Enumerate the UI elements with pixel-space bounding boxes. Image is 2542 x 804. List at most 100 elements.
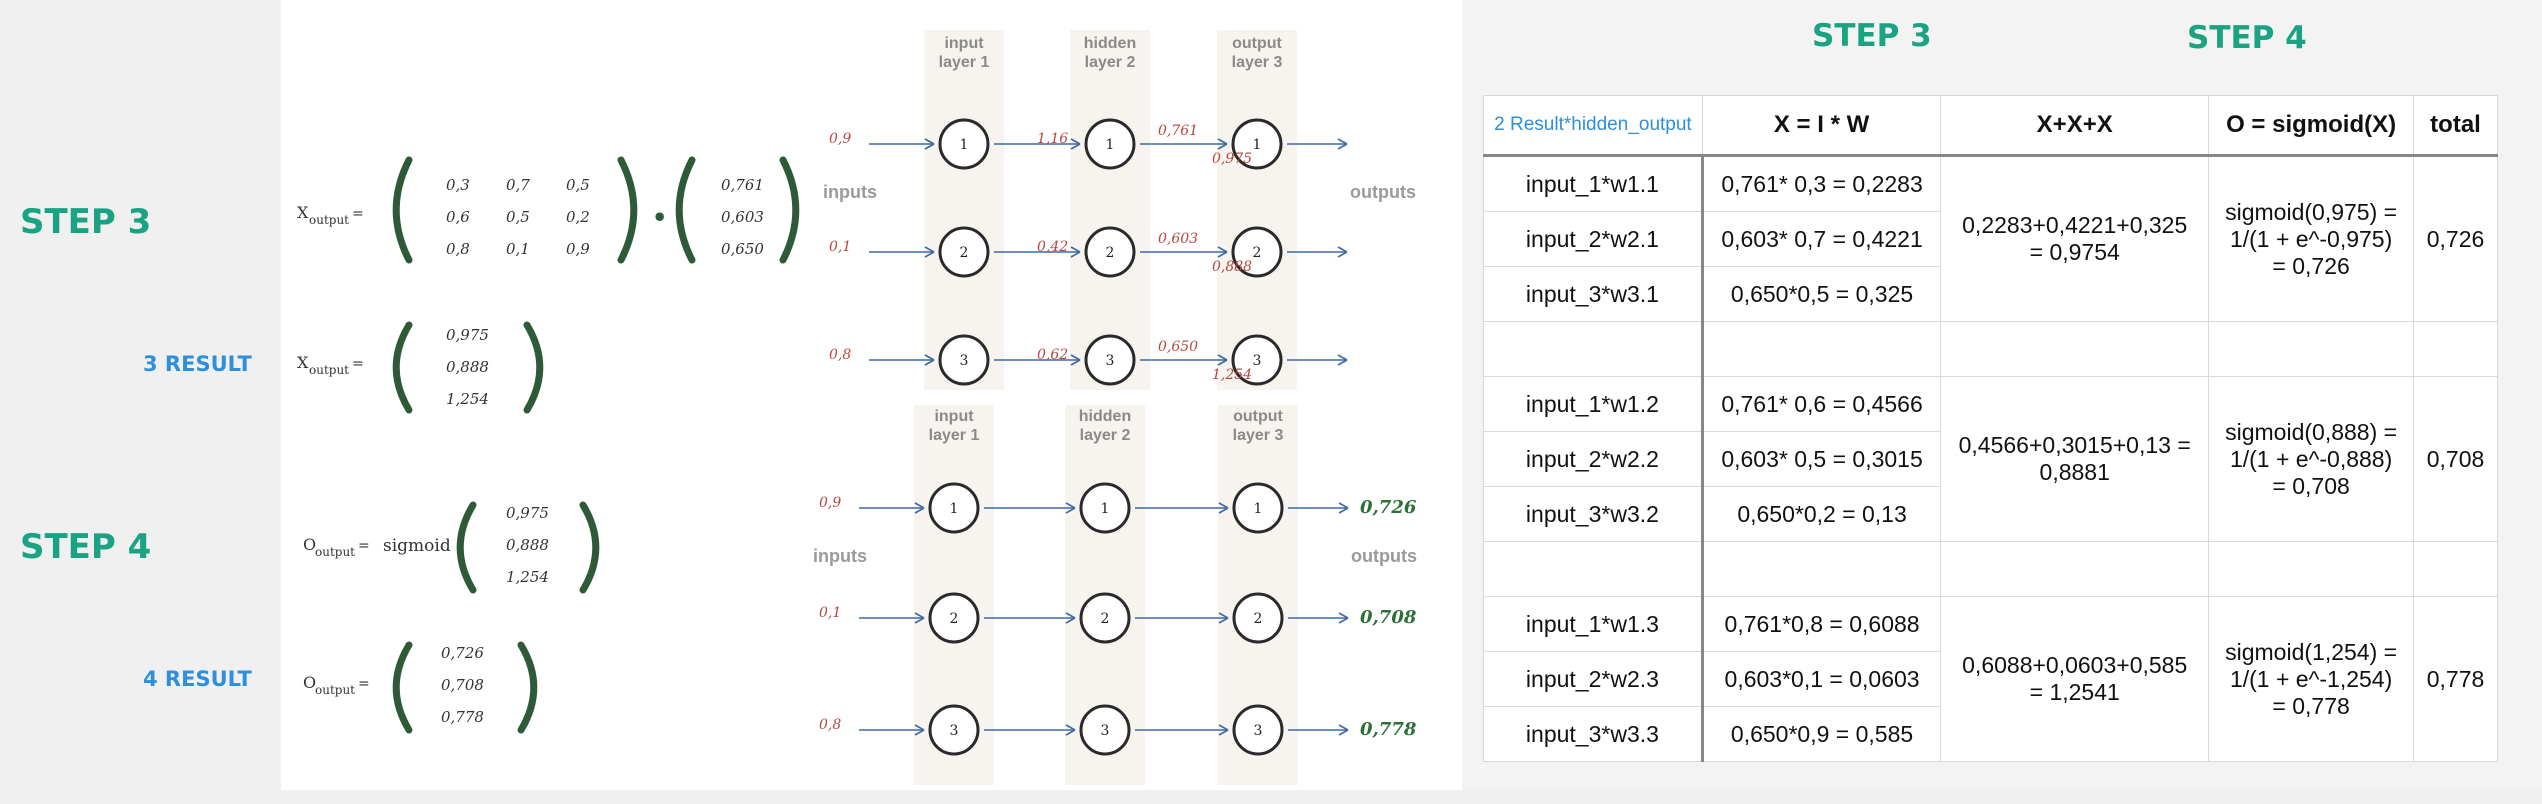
neuron-label: 2 <box>1253 245 1262 261</box>
layer-title: layer 3 <box>1232 54 1283 71</box>
o-output-sub: output <box>315 545 355 559</box>
group-total: 0,726 <box>2413 155 2498 322</box>
group-total: 0,778 <box>2413 596 2498 762</box>
input-value: 0,9 <box>819 495 841 511</box>
layer-column-bg <box>924 30 1004 390</box>
hidden-value: 0,761 <box>721 176 764 194</box>
neuron-node <box>1084 334 1136 386</box>
neuron-label: 3 <box>1254 723 1263 739</box>
output-input-value: 0,888 <box>1212 259 1252 275</box>
output-input-value: 1,254 <box>1212 367 1252 383</box>
left-paren <box>456 501 477 594</box>
input-value: 0,9 <box>829 131 851 147</box>
left-paren <box>675 156 696 264</box>
row-label: input_3*w3.1 <box>1483 266 1704 322</box>
row-label: input_2*w2.3 <box>1483 651 1704 707</box>
right-paren <box>517 641 538 734</box>
right-paren <box>779 156 800 264</box>
layer-title: layer 1 <box>929 427 980 444</box>
multiply-dot: • <box>652 203 667 232</box>
weight-value: 0,8 <box>446 240 470 258</box>
outputs-label: outputs <box>1350 182 1416 202</box>
neuron-label: 1 <box>950 501 959 517</box>
group-sigmoid: sigmoid(0,888) = 1/(1 + e^-0,888) = 0,70… <box>2208 376 2415 542</box>
neuron-node <box>1231 334 1283 386</box>
row-product: 0,603*0,1 = 0,0603 <box>1701 651 1942 707</box>
layer-title: layer 3 <box>1233 427 1284 444</box>
o-result-value: 0,778 <box>441 708 484 726</box>
row-label: input_1*w1.2 <box>1483 376 1704 432</box>
layer-title: hidden <box>1079 408 1131 425</box>
group-sum: 0,4566+0,3015+0,13 = 0,8881 <box>1940 376 2210 542</box>
layer-title: output <box>1232 35 1282 52</box>
o-output-result-sub: output <box>315 683 355 697</box>
header-total: total <box>2413 95 2498 157</box>
table-step4-label: STEP 4 <box>2187 20 2307 56</box>
result-arrow-head <box>1338 502 1349 514</box>
table-row: input_3*w3.2 0,650*0,2 = 0,13 <box>1483 486 2498 542</box>
row-label: input_1*w1.1 <box>1483 155 1704 212</box>
hidden-output-value: 0,761 <box>1158 123 1198 139</box>
neuron-label: 3 <box>950 723 959 739</box>
group-sigmoid: sigmoid(0,975) = 1/(1 + e^-0,975) = 0,72… <box>2208 155 2415 322</box>
header-sigmoid: O = sigmoid(X) <box>2208 95 2415 157</box>
weight-value: 0,3 <box>446 176 470 194</box>
step4-label: STEP 4 <box>20 527 152 567</box>
o-output-result-var: O <box>303 673 316 692</box>
neuron-node <box>938 334 990 386</box>
weight-value: 0,1 <box>506 240 530 258</box>
hidden-arrow-head <box>1065 502 1076 514</box>
layer-title: layer 2 <box>1080 427 1131 444</box>
left-paren <box>392 156 413 264</box>
result-arrow-head <box>1338 612 1349 624</box>
o-result-value: 0,708 <box>441 676 484 694</box>
hidden-input-value: 1,16 <box>1037 131 1068 147</box>
neuron-label: 2 <box>960 245 969 261</box>
step4-result-label: 4 RESULT <box>143 667 252 691</box>
table-spacer-row <box>1483 321 2498 377</box>
neuron-label: 2 <box>1101 611 1110 627</box>
neuron-label: 2 <box>950 611 959 627</box>
group-total: 0,708 <box>2413 376 2498 542</box>
row-product: 0,603* 0,7 = 0,4221 <box>1701 211 1942 267</box>
table-row: input_3*w3.3 0,650*0,9 = 0,585 <box>1483 706 2498 762</box>
neuron-label: 3 <box>1101 723 1110 739</box>
header-sum: X+X+X <box>1940 95 2210 157</box>
neuron-label: 1 <box>1254 501 1263 517</box>
hidden-input-value: 0,62 <box>1037 347 1068 363</box>
neuron-node <box>1231 226 1283 278</box>
layer-title: layer 2 <box>1085 54 1136 71</box>
row-product: 0,603* 0,5 = 0,3015 <box>1701 431 1942 487</box>
input-arrow-head <box>924 354 935 366</box>
input-arrow-head <box>914 502 925 514</box>
neuron-label: 1 <box>960 137 969 153</box>
input-value: 0,8 <box>819 717 841 733</box>
sigmoid-input-value: 1,254 <box>506 568 549 586</box>
sigmoid-input-value: 0,975 <box>506 504 549 522</box>
neuron-node <box>1232 482 1284 534</box>
x-result-value: 0,975 <box>446 326 489 344</box>
neuron-node <box>1079 482 1131 534</box>
neuron-label: 3 <box>1106 353 1115 369</box>
neuron-label: 2 <box>1254 611 1263 627</box>
table-row: input_2*w2.1 0,603* 0,7 = 0,4221 <box>1483 211 2498 267</box>
result-arrow-head <box>1338 724 1349 736</box>
input-arrow-head <box>914 612 925 624</box>
table-row: input_1*w1.1 0,761* 0,3 = 0,2283 0,2283+… <box>1483 155 2498 322</box>
neuron-node <box>1084 118 1136 170</box>
hidden-output-value: 0,603 <box>1158 231 1198 247</box>
x-result-value: 0,888 <box>446 358 489 376</box>
group-sigmoid: sigmoid(1,254) = 1/(1 + e^-1,254) = 0,77… <box>2208 596 2415 762</box>
layer-column-bg <box>1070 30 1150 390</box>
layer-title: output <box>1233 408 1283 425</box>
x-output-sub: output <box>309 213 349 227</box>
right-paren <box>617 156 638 264</box>
input-arrow-head <box>914 724 925 736</box>
output-value: 0,708 <box>1360 607 1417 628</box>
row-label: input_1*w1.3 <box>1483 596 1704 652</box>
o-output-eq: = <box>358 538 370 554</box>
output-arrow-head <box>1218 612 1229 624</box>
table-spacer-row <box>1483 541 2498 597</box>
weight-value: 0,5 <box>506 208 530 226</box>
neuron-label: 3 <box>960 353 969 369</box>
